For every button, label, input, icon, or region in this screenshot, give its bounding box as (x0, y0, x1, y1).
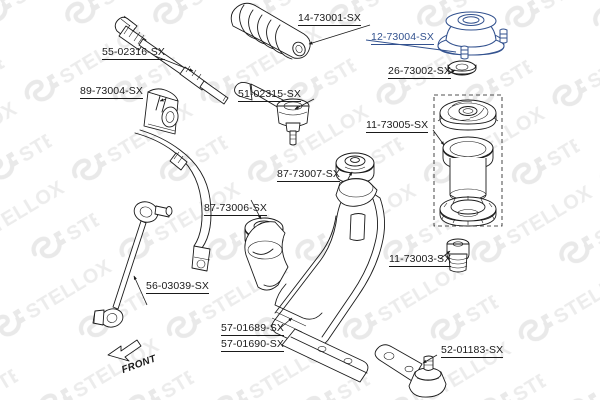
part-label-11-73003-sx[interactable]: 11-73003-SX (389, 253, 452, 267)
part-label-12-73004-sx[interactable]: 12-73004-SX (371, 31, 434, 45)
part-label-87-73006-sx[interactable]: 87-73006-SX (204, 202, 267, 216)
part-label-52-01183-sx[interactable]: 52-01183-SX (441, 344, 504, 358)
part-strut-bearing-kit (437, 99, 499, 227)
part-stabilizer-link (92, 201, 173, 328)
part-label-87-73007-sx[interactable]: 87-73007-SX (277, 168, 340, 182)
part-label-89-73004-sx[interactable]: 89-73004-SX (80, 85, 143, 99)
part-label-11-73005-sx[interactable]: 11-73005-SX (366, 119, 429, 133)
part-stabilizer-bushing (143, 88, 179, 135)
front-direction-arrow (107, 339, 142, 362)
part-label-55-02316-sx[interactable]: 55-02316-SX (102, 46, 165, 60)
part-lower-ball-joint (374, 344, 447, 398)
part-label-56-03039-sx[interactable]: 56-03039-SX (146, 280, 209, 294)
part-stabilizer-bar (134, 129, 212, 272)
part-label-14-73001-sx[interactable]: 14-73001-SX (298, 12, 361, 26)
part-label-26-73002-sx[interactable]: 26-73002-SX (388, 65, 451, 79)
part-label-57-01689-sx[interactable]: 57-01689-SX (221, 322, 284, 336)
part-label-51-02315-sx[interactable]: 51-02315-SX (238, 88, 301, 102)
part-strut-washer (447, 60, 477, 76)
part-strut-mount-highlighted (437, 11, 508, 60)
part-label-57-01690-sx[interactable]: 57-01690-SX (221, 338, 284, 352)
